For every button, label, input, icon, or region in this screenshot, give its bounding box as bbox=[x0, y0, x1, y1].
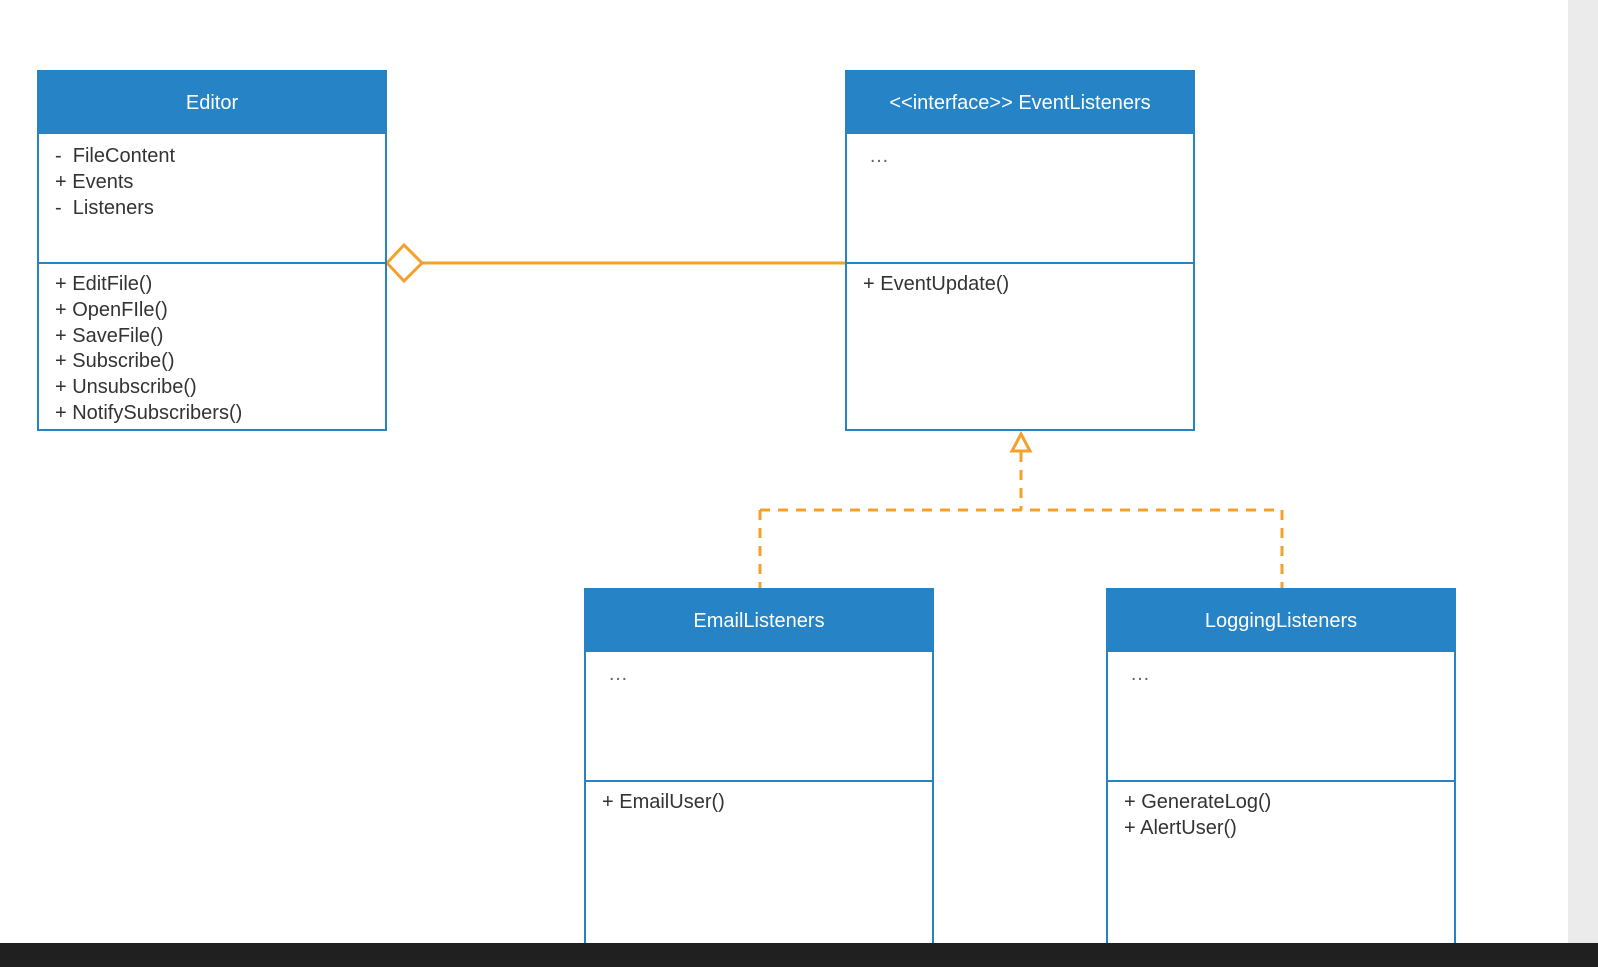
aggregation-diamond bbox=[384, 242, 425, 284]
operation: + EditFile() bbox=[55, 273, 153, 295]
class-editor-header: Editor bbox=[39, 72, 385, 134]
operation: + OpenFIle() bbox=[55, 298, 168, 321]
class-editor-operations: + EditFile() + OpenFIle() + SaveFile() +… bbox=[39, 264, 385, 427]
attribute-ellipsis: … bbox=[869, 145, 889, 167]
class-editor-attributes: - FileContent + Events - Listeners bbox=[39, 134, 385, 264]
operation: + EmailUser() bbox=[602, 791, 725, 813]
canvas-side-strip bbox=[1568, 0, 1598, 967]
class-event-listeners-operations: + EventUpdate() bbox=[847, 264, 1193, 298]
attribute: + Events bbox=[55, 170, 134, 193]
operation: + SaveFile() bbox=[55, 324, 164, 347]
class-logging-listeners-operations: + GenerateLog() + AlertUser() bbox=[1108, 782, 1454, 842]
realization-arrowhead bbox=[1009, 430, 1033, 453]
operation: + GenerateLog() bbox=[1124, 791, 1272, 813]
operation: + NotifySubscribers() bbox=[55, 401, 243, 424]
class-email-listeners-attributes: … bbox=[586, 652, 932, 782]
operation: + EventUpdate() bbox=[863, 273, 1010, 295]
class-logging-listeners-attributes: … bbox=[1108, 652, 1454, 782]
attribute-ellipsis: … bbox=[608, 663, 628, 685]
class-email-listeners[interactable]: EmailListeners … + EmailUser() bbox=[584, 588, 934, 967]
class-email-listeners-operations: + EmailUser() bbox=[586, 782, 932, 816]
operation: + Unsubscribe() bbox=[55, 376, 197, 399]
operation: + Subscribe() bbox=[55, 350, 175, 373]
operation: + AlertUser() bbox=[1124, 816, 1237, 839]
class-event-listeners[interactable]: <<interface>> EventListeners … + EventUp… bbox=[845, 70, 1195, 431]
class-event-listeners-header: <<interface>> EventListeners bbox=[847, 72, 1193, 134]
attribute-ellipsis: … bbox=[1130, 663, 1150, 685]
bottom-bar bbox=[0, 943, 1598, 967]
class-event-listeners-attributes: … bbox=[847, 134, 1193, 264]
class-email-listeners-header: EmailListeners bbox=[586, 590, 932, 652]
attribute: - FileContent bbox=[55, 145, 176, 167]
class-logging-listeners[interactable]: LoggingListeners … + GenerateLog() + Ale… bbox=[1106, 588, 1456, 967]
class-logging-listeners-header: LoggingListeners bbox=[1108, 590, 1454, 652]
class-editor[interactable]: Editor - FileContent + Events - Listener… bbox=[37, 70, 387, 431]
attribute: - Listeners bbox=[55, 196, 154, 219]
